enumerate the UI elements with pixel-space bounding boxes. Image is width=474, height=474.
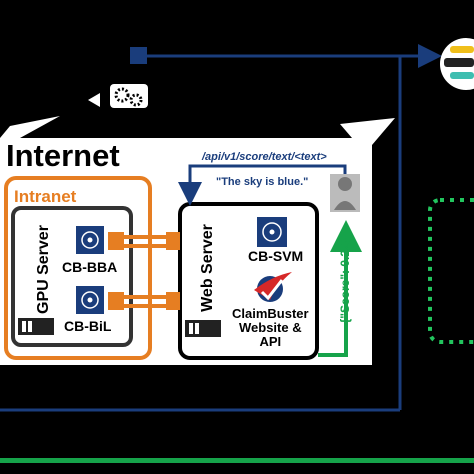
cb-bba-label: CB-BBA <box>62 259 118 275</box>
claimbuster-site-line3: API <box>259 334 282 349</box>
orange-connection-bottom <box>108 292 180 310</box>
intranet-box <box>4 176 152 360</box>
request-arrow <box>178 164 347 206</box>
navy-connection-top <box>0 44 442 412</box>
gear-icon <box>88 84 148 108</box>
api-endpoint-label: /api/v1/score/text/<text> <box>202 151 327 163</box>
gpu-server-box <box>11 206 133 347</box>
claimbuster-site-line1: ClaimBuster <box>232 306 309 321</box>
web-server-label: Web Server <box>199 224 216 312</box>
claim-text-label: "The sky is blue." <box>216 176 309 188</box>
orange-connection-top <box>108 232 180 250</box>
web-server-box <box>178 202 319 360</box>
server-rack-icon <box>18 318 54 335</box>
node-network-icon <box>76 226 104 254</box>
internet-label: Internet <box>6 138 120 173</box>
cb-bil-label: CB-BiL <box>64 318 112 334</box>
response-arrow <box>318 220 362 357</box>
cb-svm-label: CB-SVM <box>248 248 304 264</box>
user-icon <box>330 174 360 212</box>
elastic-logo-icon <box>440 38 474 90</box>
intranet-label: Intranet <box>14 187 77 206</box>
score-response-label: {"Score": 0.22} <box>338 238 352 324</box>
claimbuster-site-label: ClaimBuster Website & API <box>232 307 309 349</box>
server-rack-icon <box>185 320 221 337</box>
bottom-green-bar <box>0 458 474 463</box>
gpu-server-label: GPU Server <box>35 225 52 314</box>
claimbuster-logo-icon <box>254 272 292 302</box>
dashed-green-box <box>428 198 474 344</box>
node-network-icon <box>76 286 104 314</box>
claimbuster-site-line2: Website & <box>238 320 302 335</box>
node-network-icon <box>257 217 287 247</box>
